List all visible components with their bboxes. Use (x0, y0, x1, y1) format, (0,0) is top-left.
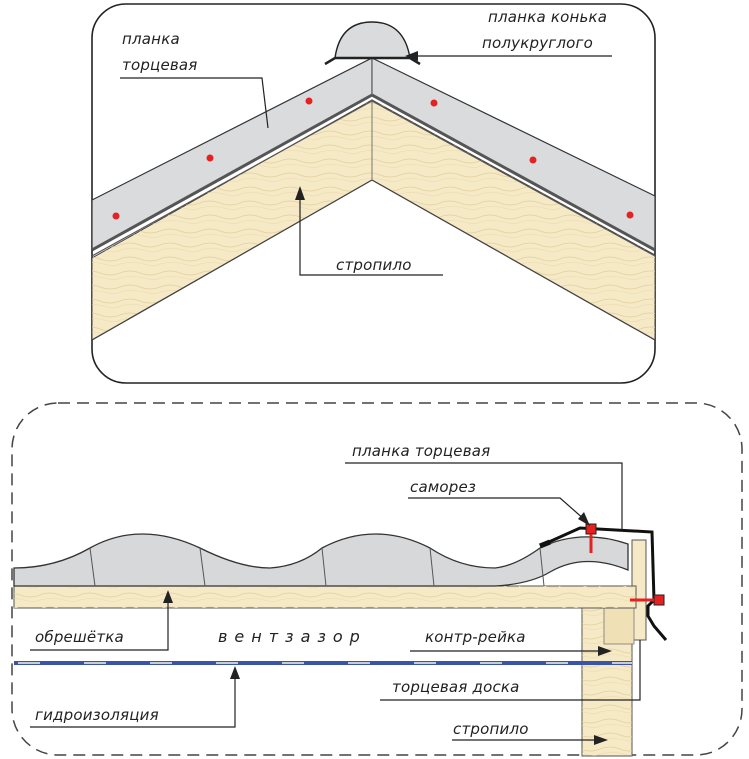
screw-marker (305, 97, 313, 105)
batten-leader (30, 600, 169, 651)
screw-marker (112, 212, 120, 220)
end-plate-leader (120, 77, 269, 129)
label-ridge-plate: планка конька полукруглого (482, 8, 612, 52)
screw-markers (112, 97, 634, 220)
ridge-panel-frame (91, 3, 656, 384)
ridge-cap (334, 21, 411, 59)
label-end-plate-bottom: планка торцевая (352, 442, 490, 460)
ridge-detail-panel: планка торцевая планка конька полукругло… (91, 3, 656, 384)
label-counter-batten: контр-рейка (425, 628, 526, 646)
counter-batten (603, 607, 635, 645)
screw-top (585, 523, 597, 553)
label-end-plate: планка торцевая (122, 30, 198, 74)
screw-side (630, 594, 665, 606)
label-screw: саморез (410, 478, 476, 496)
left-rafter-grain (92, 100, 372, 340)
eave-detail-panel: планка торцевая саморез обрешётка вентза… (11, 402, 743, 757)
label-batten: обрешётка (35, 628, 124, 646)
label-fascia-board: торцевая доска (392, 678, 520, 696)
waterproofing-leader (30, 676, 236, 728)
screw-marker (626, 211, 634, 219)
rafter-leader (299, 198, 443, 276)
label-vent-gap: вентзазор (218, 627, 367, 646)
screw-marker (529, 156, 537, 164)
screw-marker (206, 154, 214, 162)
label-rafter-top: стропило (336, 256, 412, 274)
screw-leader (408, 497, 586, 521)
metal-tile-sheet (13, 533, 629, 587)
end-plate-leader-bottom (345, 462, 623, 530)
right-rafter-grain (372, 100, 655, 340)
label-rafter-bottom: стропило (453, 720, 529, 738)
label-waterproofing: гидроизоляция (35, 706, 159, 724)
fascia-board-leader (380, 640, 641, 701)
screw-marker (430, 99, 438, 107)
eave-panel-frame (11, 402, 743, 756)
